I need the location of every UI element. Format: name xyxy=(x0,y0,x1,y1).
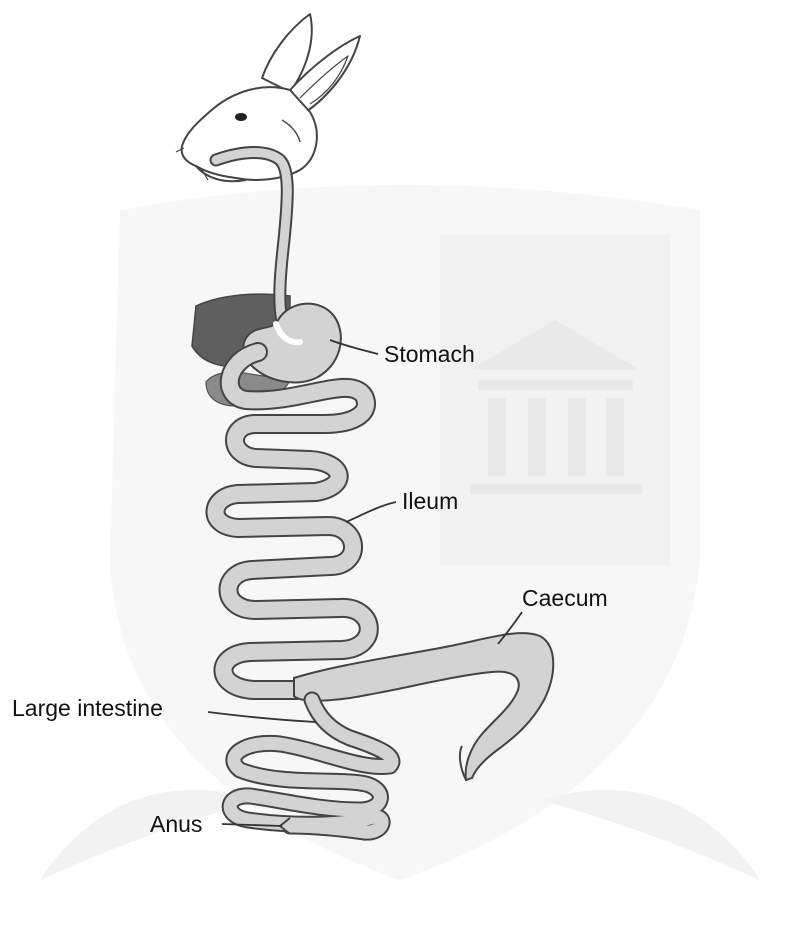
ileum-label: Ileum xyxy=(402,488,458,514)
caecum-label: Caecum xyxy=(522,585,608,611)
rabbit-eye-icon xyxy=(235,113,247,121)
watermark-crest xyxy=(40,185,760,880)
anus-label: Anus xyxy=(150,811,202,837)
stomach-label: Stomach xyxy=(384,341,475,367)
large-intestine-label: Large intestine xyxy=(12,695,163,721)
